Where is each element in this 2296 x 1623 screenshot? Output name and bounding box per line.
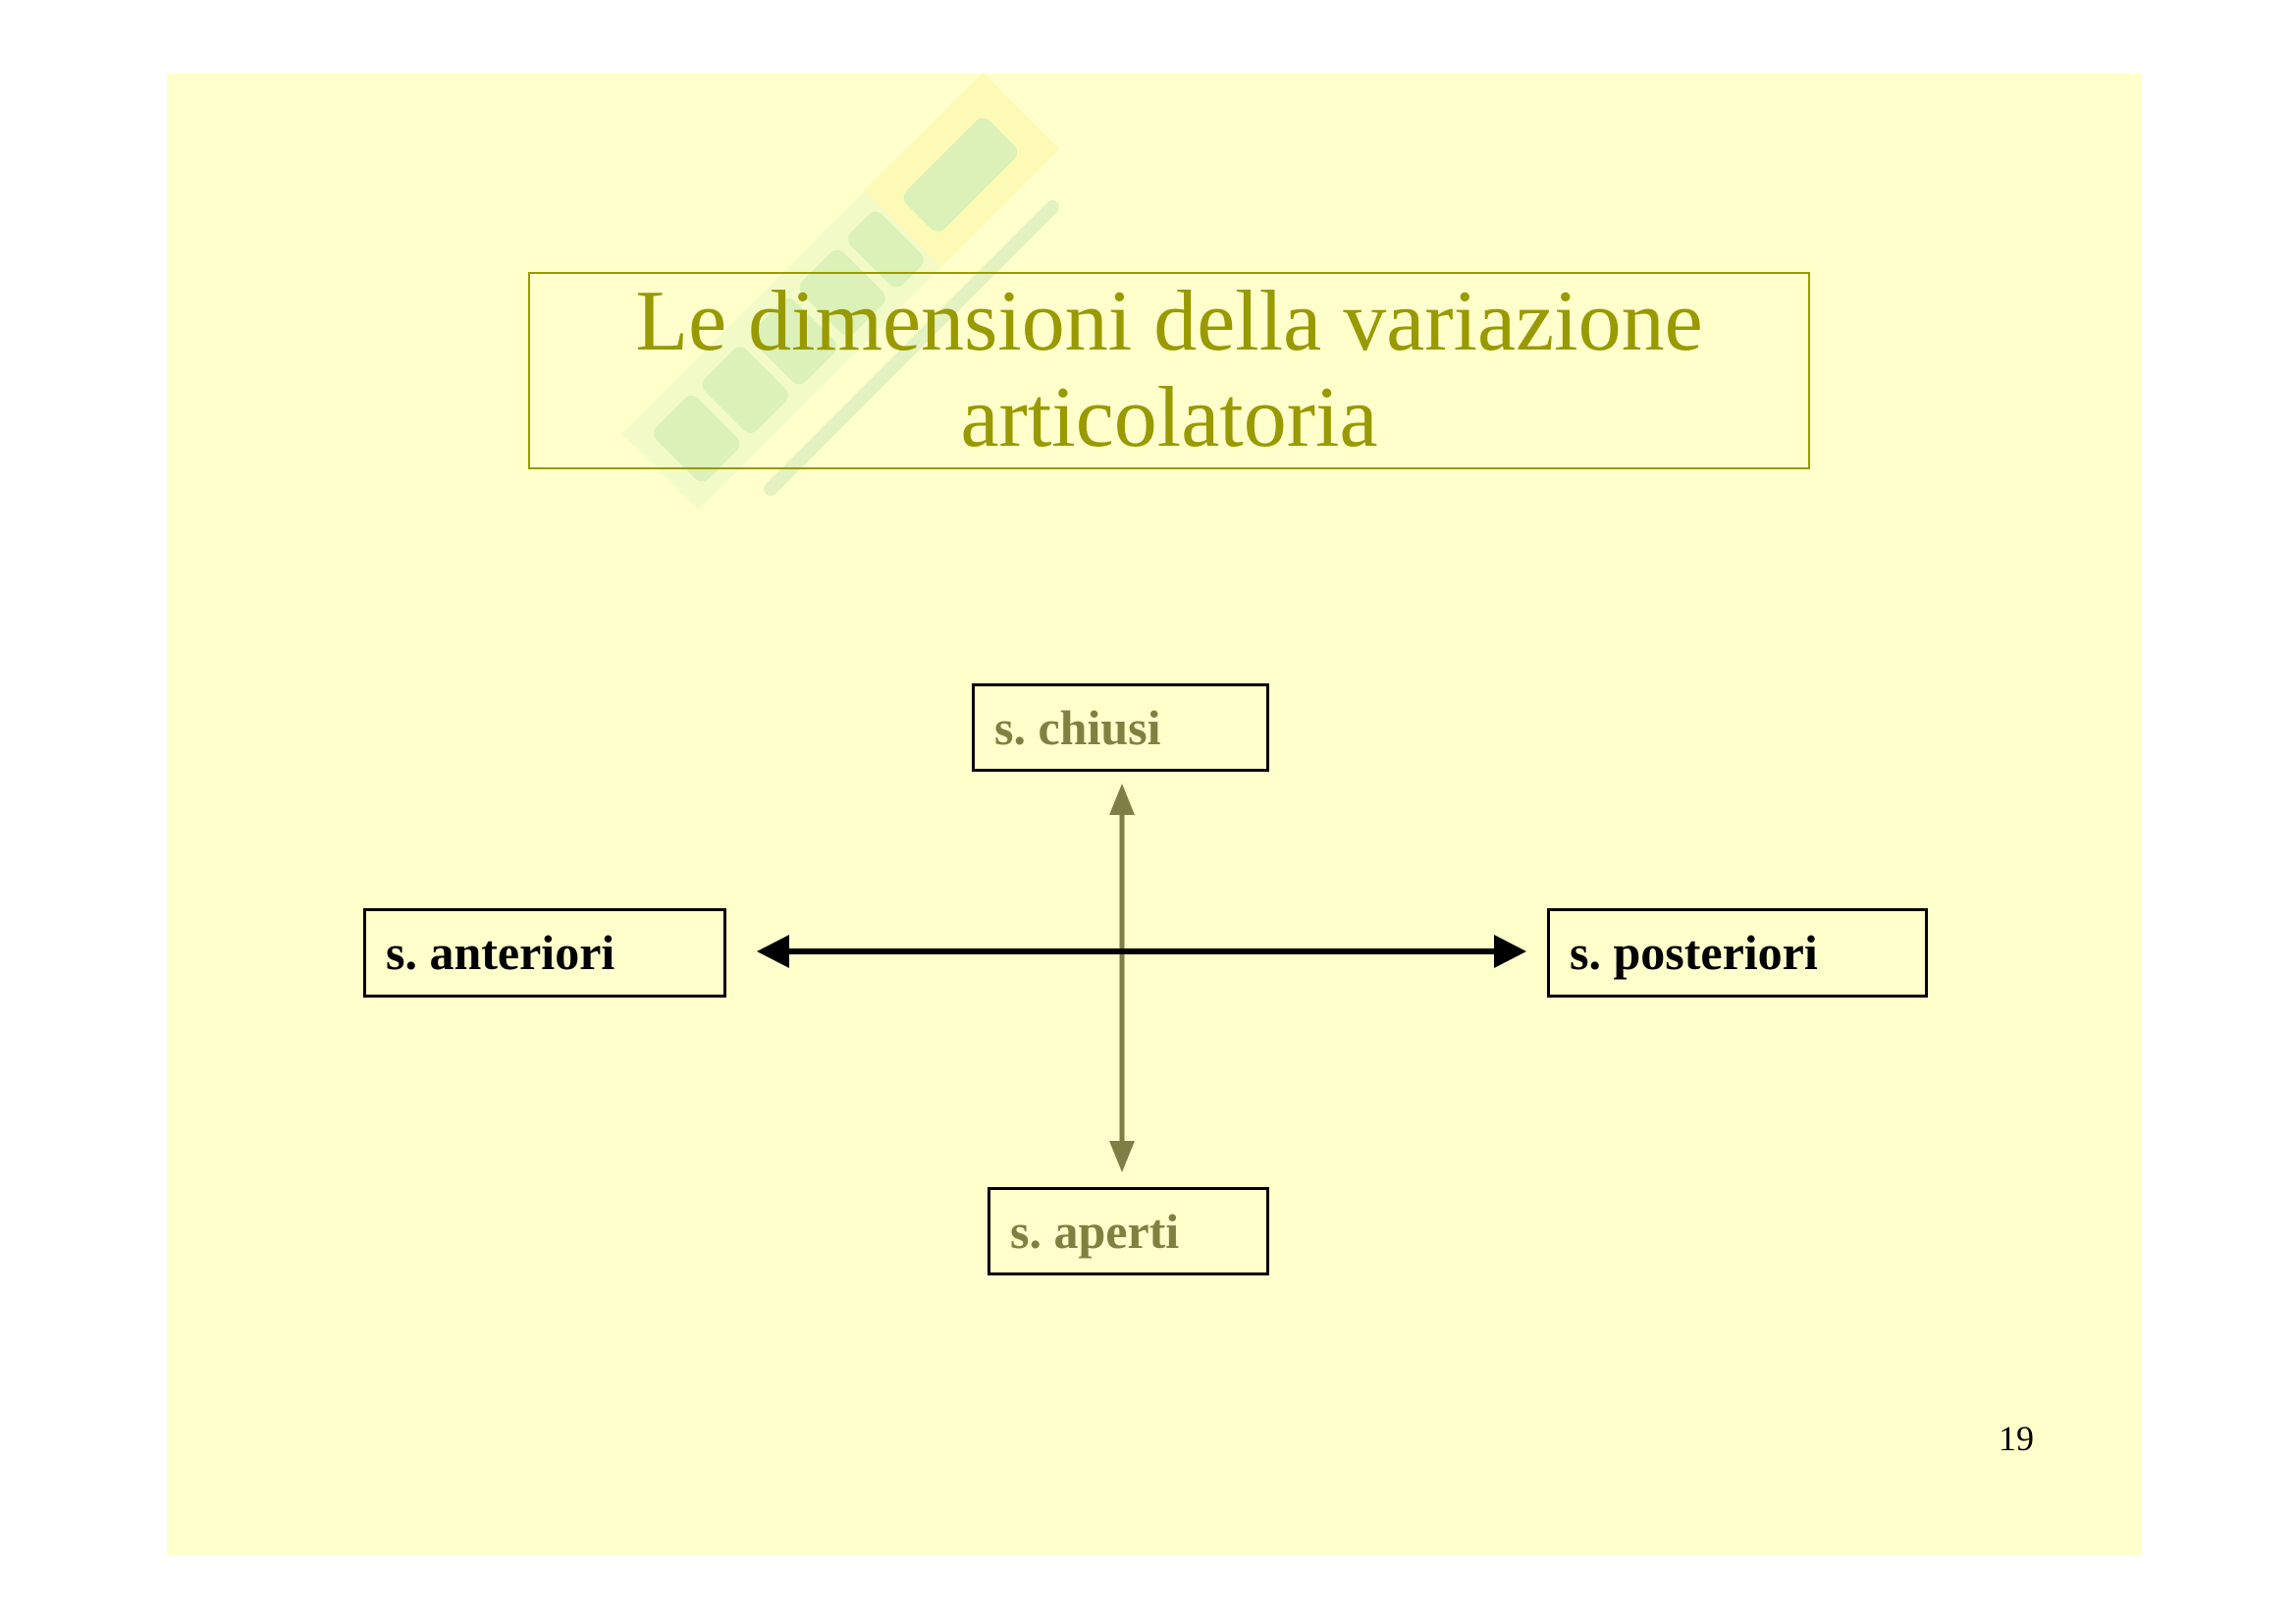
page-number: 19 [1999,1419,2034,1458]
slide-title: Le dimensioni della variazione articolat… [528,272,1810,469]
label-front-vowels: s. anteriori [363,908,726,998]
arrow-head-left [757,935,789,968]
arrow-head-right [1494,935,1526,968]
slide-background [167,74,2142,1555]
horizontal-arrow [757,935,1526,968]
label-back-vowels: s. posteriori [1547,908,1928,998]
arrow-head-down [1109,1141,1135,1172]
title-line-2: articolatoria [960,370,1378,465]
title-line-1: Le dimensioni della variazione [635,274,1703,369]
arrow-head-up [1109,784,1135,815]
vertical-arrow [1109,784,1135,1172]
label-closed-vowels: s. chiusi [972,683,1269,772]
label-open-vowels: s. aperti [988,1187,1269,1275]
